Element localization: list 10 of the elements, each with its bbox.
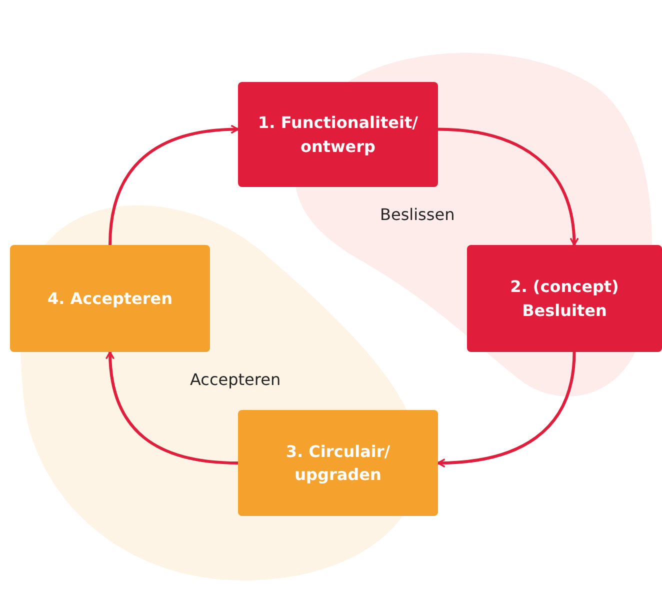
process-box: 1. Functionaliteit/ ontwerp xyxy=(238,82,438,187)
curved-arrow xyxy=(437,352,576,468)
curved-arrow xyxy=(108,124,239,246)
curved-arrow xyxy=(106,351,238,464)
process-box: 3. Circulair/ upgraden xyxy=(238,410,438,516)
step-label: Accepteren xyxy=(190,370,281,389)
curved-arrow xyxy=(438,128,578,246)
process-box: 2. (concept) Besluiten xyxy=(467,245,662,352)
step-label: Beslissen xyxy=(380,205,455,224)
process-box: 4. Accepteren xyxy=(10,245,210,352)
